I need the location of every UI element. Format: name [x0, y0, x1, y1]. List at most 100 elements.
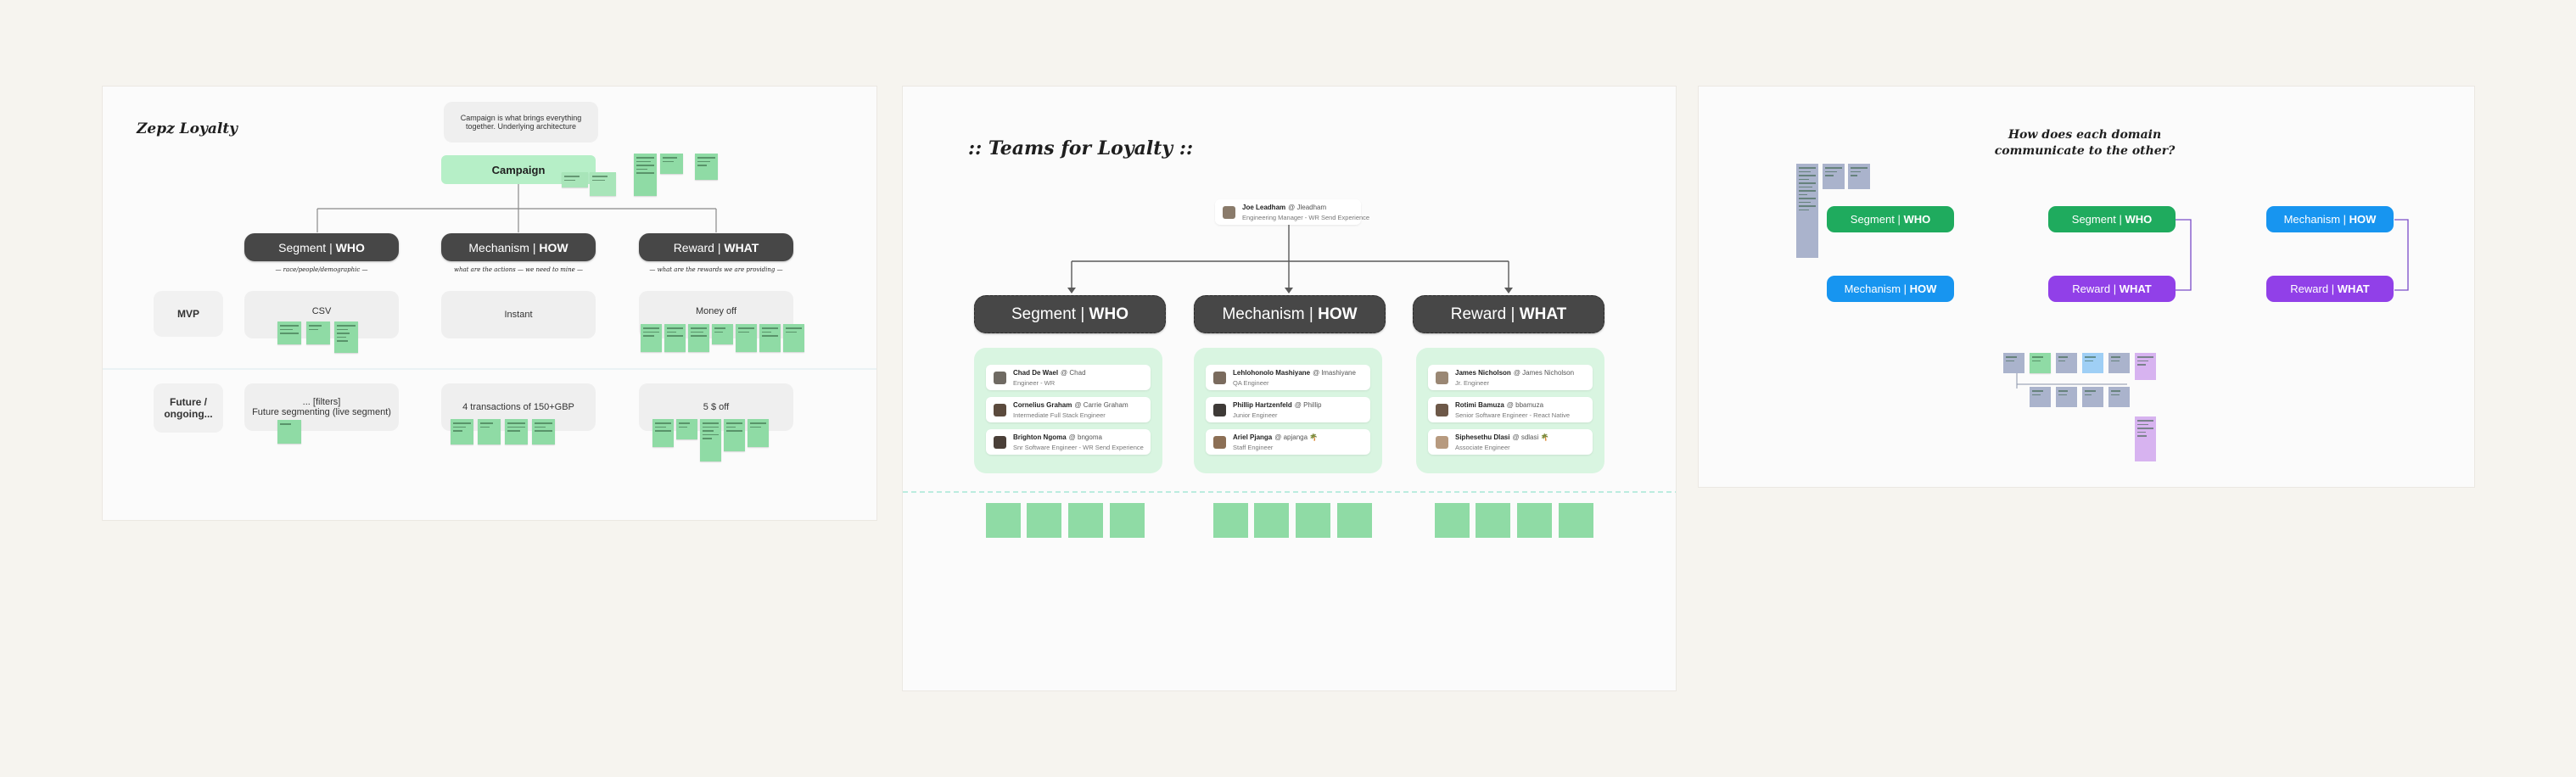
sticky-note[interactable]	[2108, 387, 2130, 407]
future-segment-cell[interactable]: ... [filters] Future segmenting (live se…	[244, 383, 399, 431]
sticky-note[interactable]	[2056, 387, 2077, 407]
empty-sticky-note[interactable]	[1027, 503, 1061, 538]
sticky-note[interactable]	[783, 324, 804, 352]
sticky-note[interactable]	[724, 419, 745, 451]
member-alias: @ James Nicholson	[1513, 369, 1575, 377]
team-reward-panel[interactable]: James Nicholson@ James Nicholson Jr. Eng…	[1416, 348, 1604, 473]
mvp-mechanism-cell[interactable]: Instant	[441, 291, 596, 338]
member-card[interactable]: Cornelius Graham@ Carrie Graham Intermed…	[986, 397, 1151, 422]
member-card[interactable]: Chad De Wael@ Chad Engineer - WR	[986, 365, 1151, 390]
team-segment-panel[interactable]: Chad De Wael@ Chad Engineer - WR Corneli…	[974, 348, 1162, 473]
sticky-note[interactable]	[660, 154, 683, 174]
sticky-note[interactable]	[688, 324, 709, 352]
empty-sticky-note[interactable]	[1476, 503, 1510, 538]
sticky-note[interactable]	[748, 419, 769, 447]
team-reward-header[interactable]: Reward | WHAT	[1413, 295, 1604, 333]
domain-pill-mechanism[interactable]: Mechanism | HOW	[1827, 276, 1954, 302]
domains-frame[interactable]: How does each domain communicate to the …	[1698, 86, 2475, 488]
member-card[interactable]: Lehlohonolo Mashiyane@ lmashiyane QA Eng…	[1206, 365, 1370, 390]
domain-pill-reward[interactable]: Reward | WHAT	[2048, 276, 2176, 302]
empty-sticky-note[interactable]	[1254, 503, 1289, 538]
lead-card[interactable]: Joe Leadham@ Jleadham Engineering Manage…	[1215, 199, 1369, 225]
sticky-note[interactable]	[478, 419, 501, 444]
lead-name: Joe Leadham	[1242, 204, 1286, 211]
sticky-note[interactable]	[505, 419, 528, 444]
member-card[interactable]: James Nicholson@ James Nicholson Jr. Eng…	[1428, 365, 1593, 390]
sticky-note[interactable]	[712, 324, 733, 344]
empty-sticky-note[interactable]	[1337, 503, 1372, 538]
campaign-note[interactable]: Campaign is what brings everything toget…	[444, 102, 598, 143]
sticky-note[interactable]	[1823, 164, 1845, 189]
sticky-note[interactable]	[641, 324, 662, 352]
team-mechanism-header[interactable]: Mechanism | HOW	[1194, 295, 1386, 333]
member-card[interactable]: Siphesethu Dlasi@ sdlasi 🌴 Associate Eng…	[1428, 429, 1593, 455]
sticky-note[interactable]	[736, 324, 757, 352]
member-card[interactable]: Ariel Pjanga@ apjanga 🌴 Staff Engineer	[1206, 429, 1370, 455]
zepz-loyalty-frame[interactable]: Zepz Loyalty Campaign is what brings eve…	[102, 86, 877, 521]
member-card[interactable]: Brighton Ngoma@ bngoma Snr Software Engi…	[986, 429, 1151, 455]
sticky-note[interactable]	[306, 321, 330, 344]
sticky-note[interactable]	[562, 172, 588, 187]
sticky-note[interactable]	[334, 321, 358, 353]
sticky-note[interactable]	[676, 419, 697, 439]
empty-sticky-note[interactable]	[1517, 503, 1552, 538]
member-role: Jr. Engineer	[1455, 379, 1490, 387]
sticky-note[interactable]	[2135, 416, 2156, 461]
domain-pill-segment[interactable]: Segment | WHO	[1827, 206, 1954, 232]
empty-sticky-note[interactable]	[1296, 503, 1330, 538]
empty-sticky-note[interactable]	[1435, 503, 1470, 538]
domain-pill-segment[interactable]: Segment | WHO	[2048, 206, 2176, 232]
member-card[interactable]: Phillip Hartzenfeld@ Phillip Junior Engi…	[1206, 397, 1370, 422]
sticky-note[interactable]	[652, 419, 674, 447]
member-name: Rotimi Bamuza	[1455, 401, 1504, 409]
segment-header[interactable]: Segment | WHO	[244, 233, 399, 261]
pill-key: WHO	[1903, 213, 1931, 226]
member-name: Chad De Wael	[1013, 369, 1059, 377]
campaign-label: Campaign	[491, 163, 546, 176]
empty-sticky-note[interactable]	[1110, 503, 1145, 538]
sticky-note[interactable]	[2030, 387, 2051, 407]
sticky-note[interactable]	[532, 419, 555, 444]
sticky-note[interactable]	[2003, 353, 2024, 373]
empty-sticky-note[interactable]	[1559, 503, 1593, 538]
sticky-note[interactable]	[700, 419, 721, 461]
team-segment-header[interactable]: Segment | WHO	[974, 295, 1166, 333]
empty-sticky-note[interactable]	[986, 503, 1021, 538]
sticky-note[interactable]	[2082, 387, 2103, 407]
sticky-note[interactable]	[1796, 164, 1818, 258]
sticky-note[interactable]	[695, 154, 718, 180]
pill-key: HOW	[2349, 213, 2377, 226]
sticky-note[interactable]	[277, 420, 301, 444]
domain-pill-reward[interactable]: Reward | WHAT	[2266, 276, 2394, 302]
connector-lines	[2016, 219, 2409, 388]
mvp-reward-text: Money off	[695, 306, 737, 316]
pill-key: WHO	[2125, 213, 2153, 226]
future-reward-text: 5 $ off	[703, 402, 730, 412]
sticky-note[interactable]	[451, 419, 473, 444]
member-name: Lehlohonolo Mashiyane	[1233, 369, 1311, 377]
sticky-note[interactable]	[664, 324, 686, 352]
sticky-note[interactable]	[2056, 353, 2077, 373]
domain-pill-mechanism[interactable]: Mechanism | HOW	[2266, 206, 2394, 232]
segment-header-key: WHO	[335, 240, 365, 254]
teams-frame[interactable]: :: Teams for Loyalty :: Joe Leadham@ Jle…	[902, 86, 1677, 691]
sticky-note[interactable]	[759, 324, 781, 352]
campaign-box[interactable]: Campaign	[441, 155, 596, 184]
empty-sticky-note[interactable]	[1213, 503, 1248, 538]
avatar	[994, 372, 1006, 384]
sticky-note[interactable]	[2135, 353, 2156, 380]
mechanism-header-name: Mechanism	[468, 240, 529, 254]
sticky-note[interactable]	[1848, 164, 1870, 189]
sticky-note[interactable]	[2082, 353, 2103, 373]
reward-header[interactable]: Reward | WHAT	[639, 233, 793, 261]
sticky-note[interactable]	[590, 172, 616, 196]
mechanism-header[interactable]: Mechanism | HOW	[441, 233, 596, 261]
sticky-note[interactable]	[634, 154, 657, 196]
empty-sticky-note[interactable]	[1068, 503, 1103, 538]
sticky-note[interactable]	[277, 321, 301, 344]
member-card[interactable]: Rotimi Bamuza@ bbamuza Senior Software E…	[1428, 397, 1593, 422]
team-mechanism-panel[interactable]: Lehlohonolo Mashiyane@ lmashiyane QA Eng…	[1194, 348, 1382, 473]
sticky-note[interactable]	[2030, 353, 2051, 373]
sticky-note[interactable]	[2108, 353, 2130, 373]
team-mechanism-key: HOW	[1318, 305, 1358, 323]
